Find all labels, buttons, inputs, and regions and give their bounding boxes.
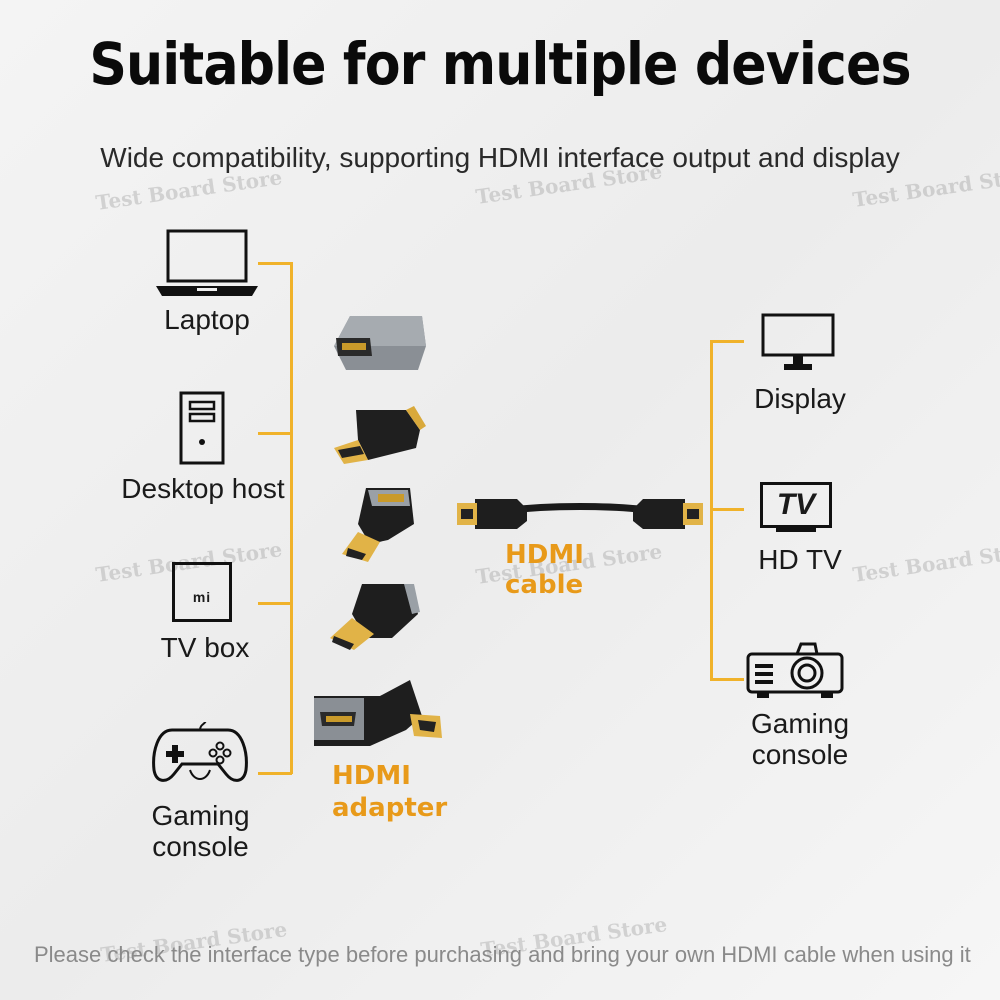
left-tick <box>258 262 292 265</box>
page-title: Suitable for multiple devices <box>89 30 911 98</box>
left-tick <box>258 432 292 435</box>
gamepad-icon <box>152 722 248 782</box>
tv-box-icon: mi <box>172 562 232 622</box>
left-bracket <box>290 262 293 774</box>
adapter-angle <box>330 584 420 650</box>
device-label-laptop: Laptop <box>164 304 250 335</box>
tv-icon-stand <box>776 528 816 532</box>
monitor-icon <box>761 313 835 370</box>
footnote: Please check the interface type before p… <box>34 942 971 967</box>
projector-icon <box>746 642 844 698</box>
left-tick <box>258 602 292 605</box>
device-label-hd-tv: HD TV <box>758 544 842 575</box>
hdmi-cable-image <box>457 499 703 529</box>
tv-box-icon-text: mi <box>192 589 212 605</box>
device-label-gaming-console-left: Gaming console <box>151 800 250 862</box>
left-tick <box>258 772 292 775</box>
device-label-display: Display <box>754 383 846 414</box>
right-tick <box>710 508 744 511</box>
tv-icon: TV <box>760 482 832 528</box>
right-tick <box>710 340 744 343</box>
cable-label: HDMI cable <box>505 540 584 600</box>
adapter-straight-female <box>334 316 426 370</box>
adapter-u-angle <box>342 488 414 562</box>
desktop-tower-icon <box>179 391 225 465</box>
adapter-90-degree <box>314 680 442 746</box>
page-subtitle: Wide compatibility, supporting HDMI inte… <box>100 142 900 173</box>
device-label-gaming-console-right: Gaming console <box>750 708 850 770</box>
adapter-male-to-female <box>334 406 426 464</box>
device-label-tv-box: TV box <box>160 632 250 663</box>
adapters-label: HDMI adapter <box>332 761 448 823</box>
device-label-desktop-host: Desktop host <box>121 473 285 504</box>
right-tick <box>710 678 744 681</box>
tv-icon-text: TV <box>776 488 816 521</box>
laptop-icon <box>156 229 258 296</box>
